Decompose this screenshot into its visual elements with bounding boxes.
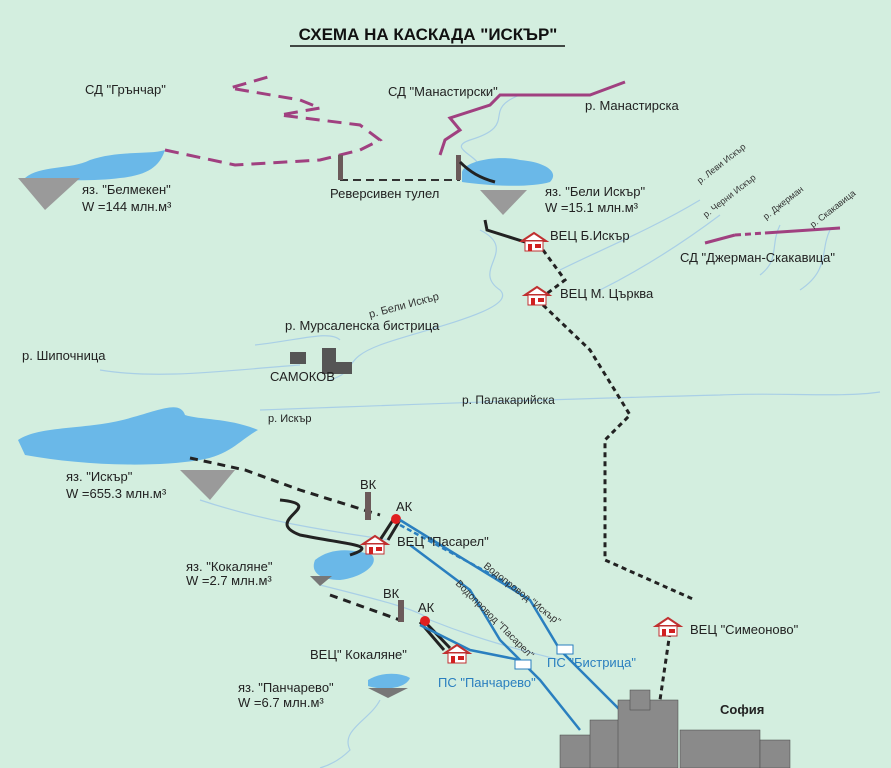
pump-station-icon — [556, 644, 574, 655]
label-river-levi-iskar: р. Леви Искър — [695, 142, 747, 186]
label-river-shipochnitsa: р. Шипочница — [22, 348, 106, 363]
house-icon — [518, 231, 550, 252]
label-belmeken-name: яз. "Белмекен" — [82, 182, 171, 197]
label-iskar-volume: W =655.3 млн.м³ — [66, 486, 167, 501]
label-river-palakariyska: р. Палакарийска — [462, 393, 555, 407]
label-river-mursalenska: р. Мурсаленска бистрица — [285, 318, 440, 333]
valve-chamber-icon — [391, 514, 401, 524]
label-plant-pasarel: ВЕЦ "Пасарел" — [397, 534, 489, 549]
label-plant-b-iskar: ВЕЦ Б.Искър — [550, 228, 630, 243]
label-ak-1: АК — [396, 499, 413, 514]
valve-chamber-icon — [420, 616, 430, 626]
label-belmeken-volume: W =144 млн.м³ — [82, 199, 172, 214]
label-samokov: САМОКОВ — [270, 369, 335, 384]
lake-iskar — [18, 407, 258, 465]
dam-iskar-icon — [180, 470, 235, 500]
house-icon — [359, 534, 391, 555]
label-sd-dzherman: СД "Джерман-Скакавица" — [680, 250, 835, 265]
lake-beli-iskar — [462, 158, 554, 186]
label-river-dzherman: р. Джерман — [761, 184, 805, 222]
label-beli-iskar-volume: W =15.1 млн.м³ — [545, 200, 639, 215]
label-sd-grunchar: СД "Грънчар" — [85, 82, 166, 97]
river-lines — [99, 94, 881, 768]
label-beli-iskar-name: яз. "Бели Искър" — [545, 184, 646, 199]
label-river-manastirska: р. Манастирска — [585, 98, 679, 113]
dam-belmeken-icon — [18, 178, 80, 210]
label-vk-2: ВК — [383, 586, 400, 601]
dam-pancharevo-icon — [368, 688, 408, 698]
label-pump-bistritsa: ПС "Бистрица" — [547, 655, 636, 670]
pump-station-icon — [514, 659, 532, 670]
diversion-lines — [164, 73, 841, 245]
label-sd-manastirski: СД "Манастирски" — [388, 84, 498, 99]
label-plant-kokalyane: ВЕЦ" Кокаляне" — [310, 647, 407, 662]
house-icon — [441, 643, 473, 664]
shaft-icon — [338, 155, 343, 180]
label-river-beli-iskar: р. Бели Искър — [368, 291, 441, 321]
label-river-iskar: р. Искър — [268, 413, 311, 425]
label-iskar-name: яз. "Искър" — [66, 469, 133, 484]
lake-pancharevo — [368, 673, 410, 689]
surge-tank-icon — [398, 600, 404, 622]
lake-belmeken — [25, 150, 165, 181]
sofia-city-icon — [559, 689, 791, 768]
dam-beli-iskar-icon — [480, 190, 527, 215]
waterways — [189, 160, 696, 701]
label-pump-pancharevo: ПС "Панчарево" — [438, 675, 536, 690]
label-pancharevo-volume: W =6.7 млн.м³ — [238, 695, 324, 710]
shaft-icon — [456, 155, 461, 180]
label-ak-2: АК — [418, 600, 435, 615]
power-plant-icons — [359, 231, 684, 664]
house-icon — [521, 285, 553, 306]
lake-kokalyane — [313, 550, 374, 580]
label-kokalyane-volume: W =2.7 млн.м³ — [186, 573, 272, 588]
dam-kokalyane-icon — [310, 576, 332, 586]
label-plant-simeonovo: ВЕЦ "Симеоново" — [690, 622, 799, 637]
label-pancharevo-name: яз. "Панчарево" — [238, 680, 334, 695]
label-river-skakavitsa: р. Скакавица — [808, 188, 857, 230]
pipelines — [399, 518, 631, 731]
surge-tank-icon — [365, 492, 371, 520]
house-icon — [652, 616, 684, 637]
label-kokalyane-name: яз. "Кокаляне" — [186, 559, 273, 574]
label-river-cherni-iskar: р. Черни Искър — [701, 172, 758, 219]
samokov-icon — [290, 348, 352, 374]
label-sofia: София — [720, 702, 764, 717]
label-vk-1: ВК — [360, 477, 377, 492]
diagram-title: СХЕМА НА КАСКАДА "ИСКЪР" — [299, 25, 558, 44]
label-tunnel: Реверсивен тулел — [330, 186, 439, 201]
label-plant-m-tsarkva: ВЕЦ М. Църква — [560, 286, 654, 301]
